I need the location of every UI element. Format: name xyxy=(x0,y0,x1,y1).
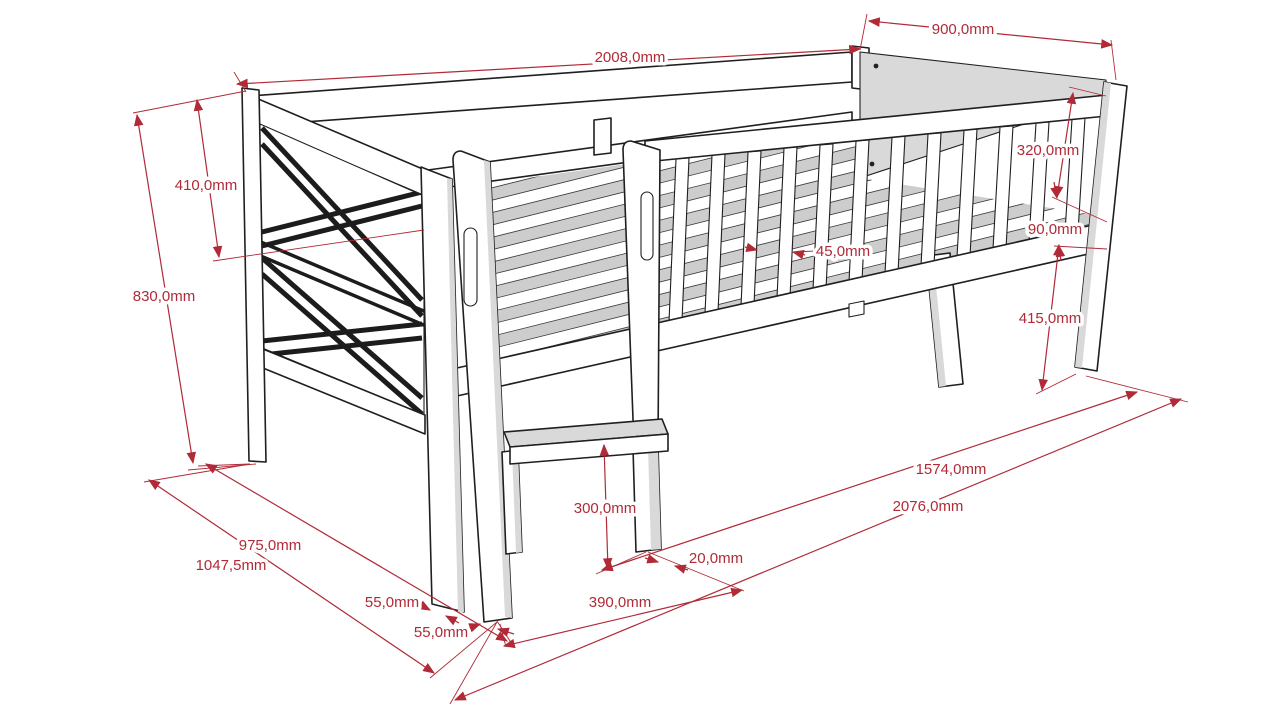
dim-label-guardrail-height: 320,0mm xyxy=(1017,142,1080,159)
dim-label-base-length-inner: 1574,0mm xyxy=(916,461,987,478)
dim-label-headboard-upper: 410,0mm xyxy=(175,177,238,194)
dim-label-post-thickness-b: 55,0mm xyxy=(414,624,468,641)
back-top-rail xyxy=(249,51,853,127)
dim-line-post-a1 xyxy=(416,600,432,611)
footboard-screw-dot xyxy=(873,63,879,69)
dim-label-base-length-total: 2076,0mm xyxy=(893,498,964,515)
dim-line-step-height xyxy=(599,443,613,571)
dim-label-length-top: 2008,0mm xyxy=(595,49,666,66)
dim-line-base-length-total xyxy=(453,398,1183,701)
dim-label-headboard-height: 830,0mm xyxy=(133,288,196,305)
dim-line-base-length-inner xyxy=(600,390,1139,572)
dim-line-base-width-total xyxy=(148,479,435,674)
dim-label-ladder-opening: 390,0mm xyxy=(589,594,652,611)
dimension-lines xyxy=(133,17,1183,701)
dim-line-post-a2 xyxy=(444,615,460,626)
dim-label-underbed: 415,0mm xyxy=(1019,310,1082,327)
dim-leader-spindle xyxy=(792,250,817,253)
headboard-cross-pattern xyxy=(260,126,424,415)
dim-line-headboard-upper xyxy=(193,98,223,259)
dim-line-guardrail-height xyxy=(1053,91,1077,199)
entry-post-right xyxy=(622,140,661,447)
dim-label-post-thickness-a: 55,0mm xyxy=(365,594,419,611)
headboard xyxy=(241,87,465,613)
dim-label-width-top: 900,0mm xyxy=(932,21,995,38)
dim-label-base-width-total: 1047,5mm xyxy=(196,557,267,574)
dim-line-spindle-b xyxy=(791,249,806,260)
dim-line-post-b2 xyxy=(496,627,515,637)
footboard-front-post-side xyxy=(1075,82,1111,368)
dim-label-spindle-width: 45,0mm xyxy=(816,243,870,260)
rail-bracket-tab xyxy=(848,300,865,318)
dim-line-rail-height-a xyxy=(1050,181,1060,200)
back-rail-connector xyxy=(593,117,612,156)
headboard-rear-post xyxy=(241,87,267,463)
dim-line-headboard-height xyxy=(133,113,197,465)
dim-label-step-height: 300,0mm xyxy=(574,500,637,517)
footboard-screw-dot xyxy=(869,161,875,167)
dim-line-length-top xyxy=(235,44,862,89)
entry-post-left-handle-slot xyxy=(463,227,478,307)
dim-label-stringer-offset: 20,0mm xyxy=(689,550,743,567)
dim-line-stringer-b xyxy=(673,564,689,574)
dim-line-underbed xyxy=(1038,243,1063,392)
dim-line-width-top xyxy=(867,17,1114,49)
ladder xyxy=(452,140,669,623)
dim-label-rail-height: 90,0mm xyxy=(1028,221,1082,238)
dim-line-ladder-opening xyxy=(502,587,744,649)
dim-line-post-b1 xyxy=(463,623,482,633)
dim-line-spindle-a xyxy=(744,242,759,253)
dim-label-base-width-inner: 975,0mm xyxy=(239,537,302,554)
entry-post-right-handle-slot xyxy=(640,191,654,261)
dim-line-stringer-a xyxy=(644,554,660,564)
dimension-labels: 2008,0mm 900,0mm 410,0mm 830,0mm 320,0mm… xyxy=(129,18,1085,645)
footboard-front-post xyxy=(1074,81,1128,372)
